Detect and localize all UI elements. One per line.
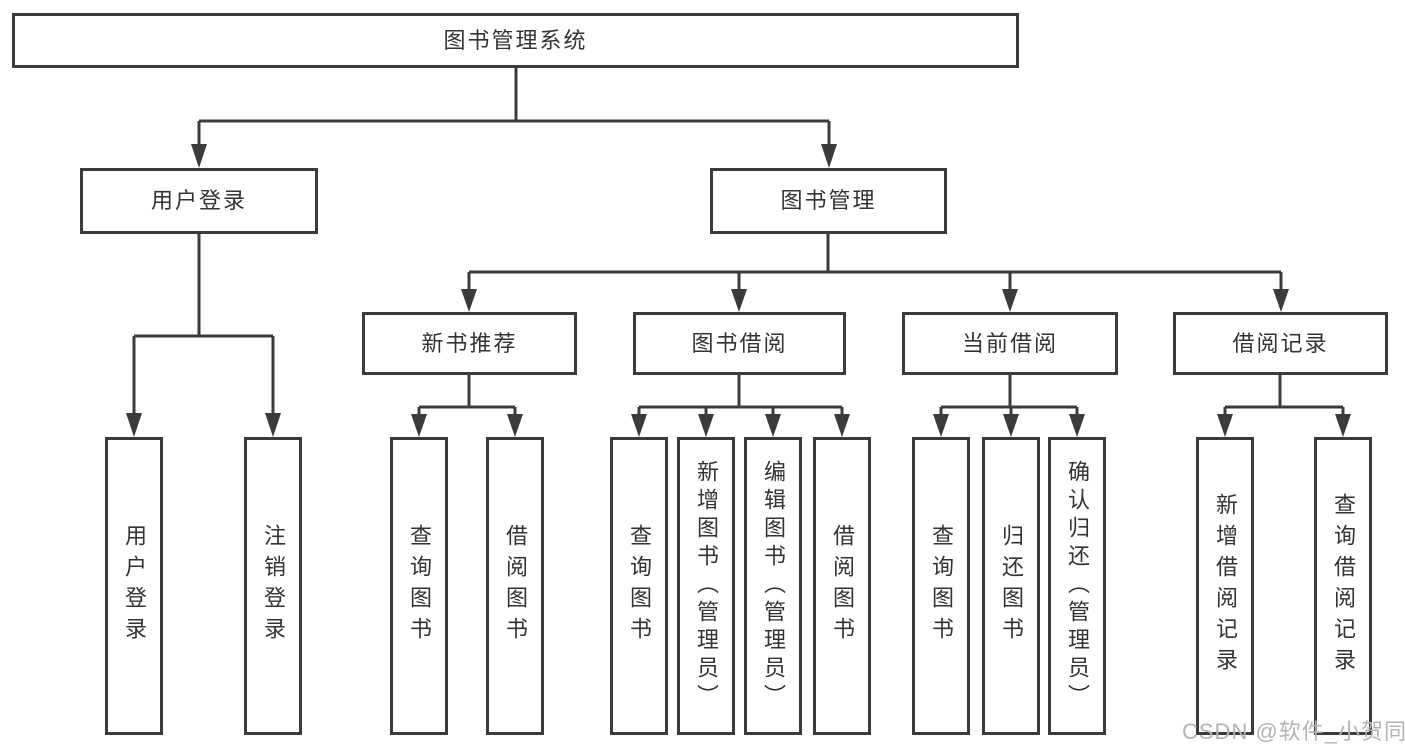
node-user-login: 用户登录 [80, 168, 318, 234]
leaf-user-login-label: 用户登录 [122, 524, 147, 648]
leaf-edit-books-admin-label: 编辑图书（管理员） [761, 460, 786, 712]
leaf-query-borrow-record-label: 查询借阅记录 [1331, 493, 1356, 679]
node-borrow-records-label: 借阅记录 [1232, 330, 1329, 356]
leaf-borrow-books-1-label: 借阅图书 [503, 524, 528, 648]
leaf-query-books-2-label: 查询图书 [627, 524, 652, 648]
leaf-borrow-books-1: 借阅图书 [486, 437, 544, 735]
leaf-query-books-2: 查询图书 [610, 437, 668, 735]
leaf-add-borrow-record-label: 新增借阅记录 [1213, 493, 1238, 679]
node-new-book-recommend: 新书推荐 [362, 312, 577, 375]
leaf-query-books-1: 查询图书 [390, 437, 448, 735]
node-library-system: 图书管理系统 [12, 13, 1019, 68]
leaf-add-books-admin: 新增图书（管理员） [677, 437, 735, 735]
watermark: CSDN @软件_小贺同学 [1182, 719, 1405, 744]
leaf-query-books-3: 查询图书 [912, 437, 970, 735]
node-borrow-records: 借阅记录 [1173, 312, 1388, 375]
node-book-management: 图书管理 [710, 168, 947, 234]
leaf-query-books-3-label: 查询图书 [929, 524, 954, 648]
leaf-borrow-books-2-label: 借阅图书 [830, 524, 855, 648]
node-library-system-label: 图书管理系统 [443, 27, 588, 53]
node-user-login-label: 用户登录 [150, 188, 247, 213]
leaf-edit-books-admin: 编辑图书（管理员） [744, 437, 802, 735]
leaf-return-books: 归还图书 [982, 437, 1040, 735]
leaf-logout: 注销登录 [244, 437, 302, 735]
node-book-management-label: 图书管理 [780, 188, 877, 213]
leaf-borrow-books-2: 借阅图书 [813, 437, 871, 735]
leaf-return-books-label: 归还图书 [999, 524, 1024, 648]
node-new-book-recommend-label: 新书推荐 [421, 330, 518, 356]
leaf-confirm-return-admin: 确认归还（管理员） [1048, 437, 1106, 735]
node-current-borrow-label: 当前借阅 [961, 330, 1058, 356]
node-book-borrow: 图书借阅 [633, 312, 846, 375]
leaf-user-login: 用户登录 [105, 437, 163, 735]
leaf-query-books-1-label: 查询图书 [407, 524, 432, 648]
leaf-logout-label: 注销登录 [261, 524, 286, 648]
node-current-borrow: 当前借阅 [902, 312, 1118, 375]
leaf-add-books-admin-label: 新增图书（管理员） [694, 460, 719, 712]
leaf-add-borrow-record: 新增借阅记录 [1196, 437, 1254, 735]
leaf-query-borrow-record: 查询借阅记录 [1314, 437, 1372, 735]
node-book-borrow-label: 图书借阅 [691, 330, 788, 356]
leaf-confirm-return-admin-label: 确认归还（管理员） [1065, 460, 1090, 712]
